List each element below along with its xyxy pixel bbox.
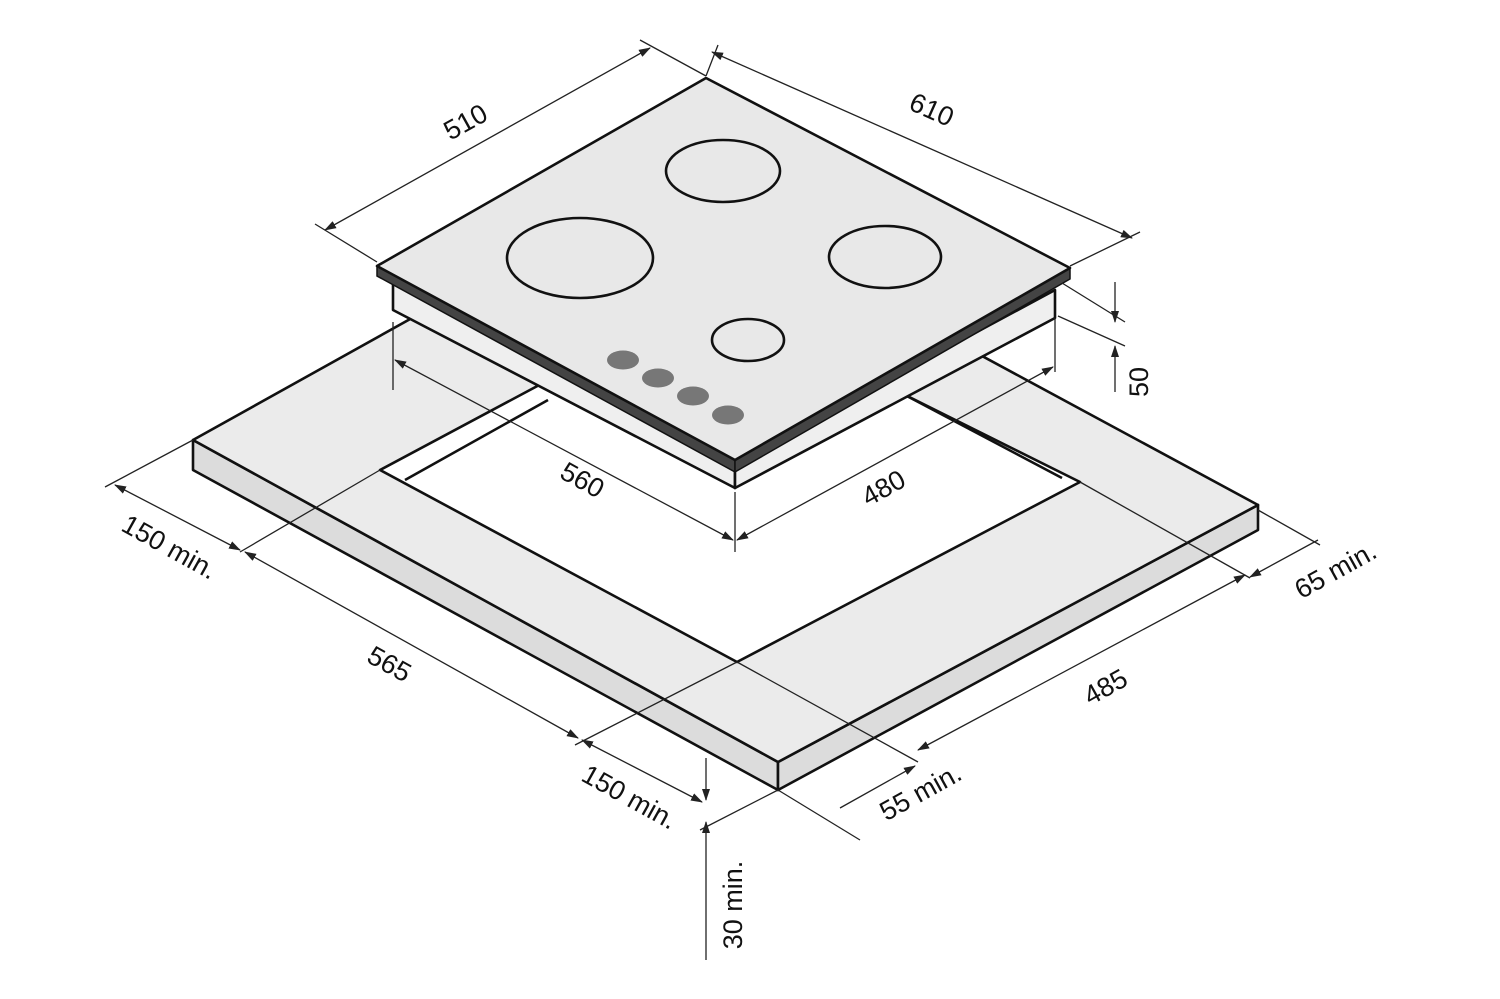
dimension-lines (104, 39, 1321, 960)
control-knob-3 (677, 386, 709, 406)
label-30: 30 min. (718, 861, 748, 950)
dim-line-560 (394, 359, 734, 541)
dim-line-485 (917, 574, 1246, 751)
dim-line-565 (244, 551, 579, 739)
dim-line-510 (324, 47, 651, 231)
label-150-left: 150 min. (117, 509, 222, 585)
dim-line-610 (711, 51, 1133, 239)
label-610: 610 (905, 87, 958, 133)
control-knob-2 (642, 368, 674, 388)
label-565: 565 (362, 640, 416, 688)
dim-line-55 (839, 765, 916, 809)
label-50: 50 (1124, 367, 1154, 397)
dim-line-150-left (114, 484, 241, 551)
dim-line-65 (1249, 539, 1319, 578)
dim-line-480 (736, 366, 1054, 541)
burner-front-small (710, 317, 786, 363)
dim-line-150-front (581, 739, 703, 803)
label-150-front: 150 min. (577, 759, 682, 835)
label-55: 55 min. (875, 758, 967, 827)
control-knob-4 (712, 405, 744, 425)
label-510: 510 (439, 98, 493, 146)
control-knob-1 (607, 350, 639, 370)
label-65: 65 min. (1290, 536, 1382, 605)
label-485: 485 (1079, 663, 1133, 711)
